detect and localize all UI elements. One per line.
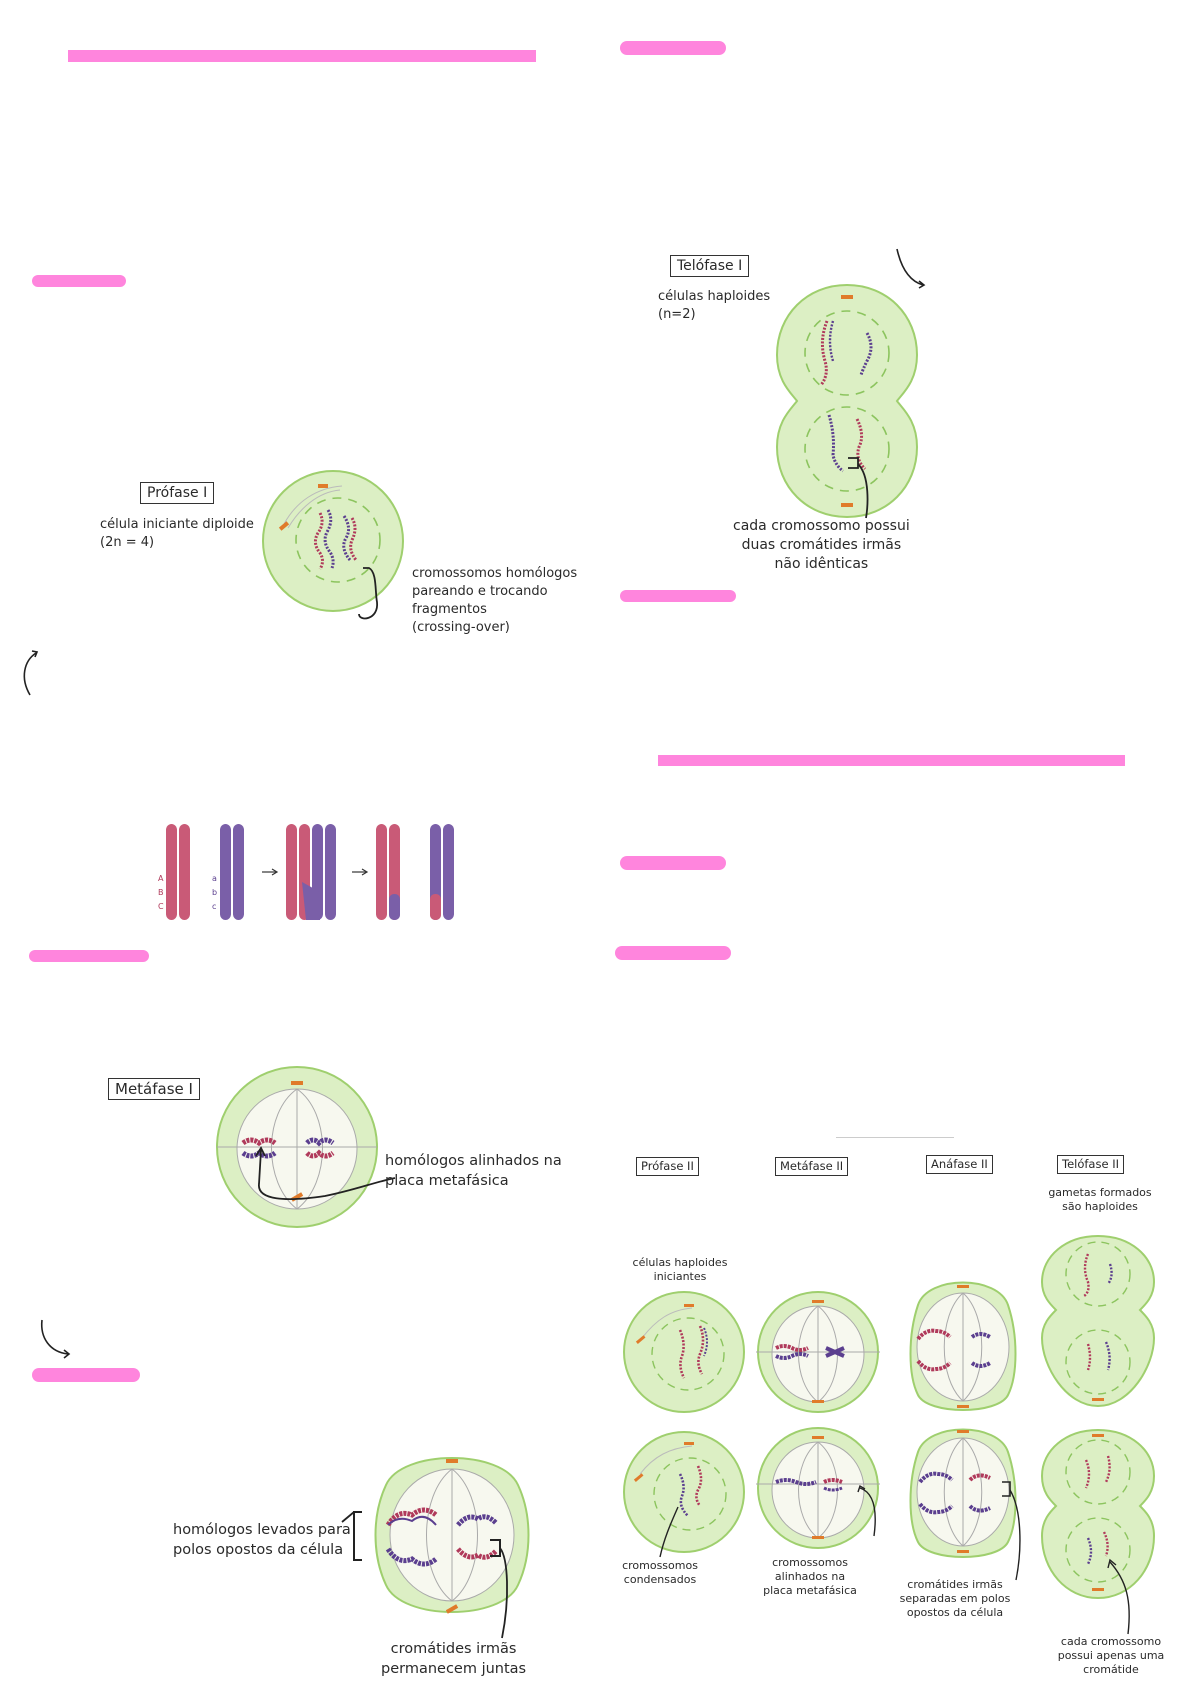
telophase1-pointer [848, 457, 869, 519]
anaphase2-cell-bottom [909, 1428, 1017, 1558]
prophase1-title: Prófase I [140, 482, 215, 504]
metaphase1-note: homólogos alinhados na placa metafásica [385, 1153, 562, 1189]
allele-labels: A B C a b c [158, 874, 480, 914]
prophase1-pointer [358, 567, 378, 620]
telophase1-description: células haploides (n=2) [658, 289, 771, 322]
crossing-over-diagram [166, 824, 454, 920]
telophase1-note: cada cromossomo possui duas cromátides i… [733, 518, 910, 572]
meiosis2-note-aligned: cromossomos alinhados na placa metafásic… [763, 1556, 857, 1597]
curved-arrow-icon [23, 650, 39, 696]
prophase2-cell-bottom [623, 1431, 745, 1553]
telophase2-cells-top [1040, 1234, 1156, 1408]
meiosis2-pointer-separated [1002, 1481, 1021, 1581]
prophase1-description: célula iniciante diploide (2n = 4) [100, 517, 254, 550]
anaphase1-bracket-left [341, 1511, 362, 1561]
prophase1-note: cromossomos homólogos pareando e trocand… [412, 566, 578, 635]
metaphase1-title: Metáfase I [108, 1078, 200, 1100]
section-pill-1 [32, 275, 126, 287]
prophase2-title: Prófase II [636, 1157, 699, 1176]
meiosis2-note-gametes: gametas formados são haploides [1048, 1186, 1152, 1213]
meiosis2-note-start: células haploides iniciantes [632, 1256, 728, 1283]
allele-label-lower-b: b [212, 888, 218, 897]
metaphase2-title: Metáfase II [775, 1157, 849, 1176]
anaphase2-title: Anáfase II [926, 1155, 993, 1174]
telophase2-cells-bottom [1040, 1428, 1156, 1600]
header-pill-right [620, 41, 726, 55]
metaphase2-cell-top [756, 1291, 880, 1413]
header-bar-left [68, 50, 536, 62]
divider-line [836, 1137, 954, 1138]
meiosis2-note-separated: cromátides irmãs separadas em polos opos… [899, 1578, 1011, 1619]
curved-arrow-icon [896, 248, 926, 289]
anaphase2-cell-top [909, 1281, 1017, 1411]
metaphase2-cell-bottom [756, 1427, 880, 1549]
meiosis2-pointer-condensed [659, 1506, 679, 1558]
section-pill-3 [620, 856, 726, 870]
telophase1-cells [775, 283, 919, 519]
section-pill-2 [620, 590, 736, 602]
telophase1-title: Telófase I [670, 255, 750, 277]
metaphase1-cell [216, 1066, 378, 1228]
allele-label-upper-b: B [158, 888, 164, 897]
meiosis2-pointer-aligned [857, 1484, 876, 1537]
allele-label-upper-a: A [158, 874, 164, 883]
telophase2-title: Telófase II [1057, 1155, 1124, 1174]
anaphase1-bracket-right [490, 1539, 508, 1639]
curved-arrow-icon [41, 1319, 71, 1359]
allele-label-upper-c: C [158, 902, 164, 911]
allele-label-lower-a: a [212, 874, 217, 883]
header-bar-right [658, 755, 1125, 766]
meiosis2-note-condensed: cromossomos condensados [622, 1559, 698, 1586]
prophase2-cell-top [623, 1291, 745, 1413]
anaphase1-note-bottom: cromátides irmãs permanecem juntas [381, 1641, 527, 1677]
anaphase1-note-left: homólogos levados para polos opostos da … [173, 1522, 351, 1558]
meiosis2-pointer-single [1107, 1558, 1130, 1635]
section-pill-5 [615, 946, 731, 960]
anaphase1-cell [374, 1457, 530, 1614]
meiosis2-note-single: cada cromossomo possui apenas uma cromát… [1057, 1635, 1165, 1676]
section-pill-6 [32, 1368, 140, 1382]
metaphase1-pointer [255, 1146, 396, 1200]
section-pill-4 [29, 950, 149, 962]
allele-label-lower-c: c [212, 902, 217, 911]
chromosome-purple [220, 824, 244, 920]
prophase1-cell [262, 470, 404, 612]
chromosome-red [166, 824, 190, 920]
